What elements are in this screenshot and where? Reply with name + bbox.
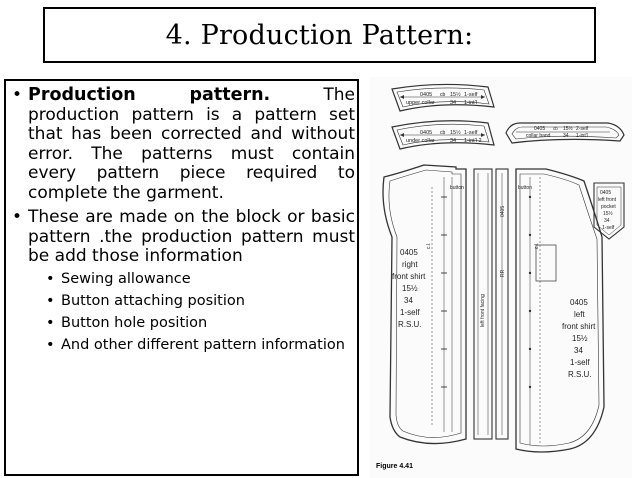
collar-band-code: 0405	[534, 126, 545, 132]
right-front-line: 15½	[402, 284, 418, 293]
collar-band-name: collar band	[526, 133, 551, 139]
upper-collar-code: 0405	[420, 92, 432, 98]
bullet-dot: •	[46, 336, 55, 353]
left-front-cl-label: c.l.	[534, 243, 540, 249]
sub-bullet-text: And other different pattern information	[61, 336, 345, 353]
left-front-line: front shirt	[562, 322, 596, 331]
slide-title: 4. Production Pattern:	[165, 19, 474, 51]
pocket-placement	[535, 244, 557, 282]
pocket-line: 1-self	[602, 225, 615, 231]
left-front-line: 0405	[570, 298, 588, 307]
right-front-line: R.S.U.	[398, 320, 422, 329]
title-box: 4. Production Pattern:	[43, 7, 596, 63]
collar-band-note: 1-int'l	[576, 133, 588, 139]
pattern-figure: 0405 cb 15½ 1-self upper collar 34 1-int…	[370, 77, 632, 478]
sub-bullet-item: • Button attaching position	[28, 293, 355, 310]
bullet-dot: •	[12, 207, 23, 227]
sub-bullet-item: • Sewing allowance	[28, 271, 355, 288]
bullet-item: • Production pattern. The production pat…	[6, 85, 355, 203]
under-collar-cut: 1-self	[464, 130, 478, 136]
sub-bullet-text: Button hole position	[61, 314, 208, 331]
pocket-line: pocket	[601, 204, 616, 210]
right-front-button-label: button	[450, 185, 464, 191]
left-front-line: 1-self	[570, 358, 590, 367]
bullet-dot: •	[12, 85, 23, 105]
bullet-body: The production pattern is a pattern set …	[28, 85, 355, 203]
right-front-piece: button c.l. 0405 right front shirt 15½ 3…	[382, 164, 467, 445]
facing-label: RR	[500, 269, 506, 277]
facing-label: 0405	[500, 206, 506, 217]
upper-collar-piece: 0405 cb 15½ 1-self upper collar 34 1-int…	[391, 83, 495, 112]
facing-strips: left front facing 0405 RR	[473, 168, 509, 440]
pocket-line: 15½	[603, 210, 614, 217]
right-front-cl-label: c.l.	[426, 243, 432, 249]
left-front-line: R.S.U.	[568, 370, 592, 379]
pocket-line: 34	[604, 218, 610, 224]
right-front-line: front shirt	[392, 272, 426, 281]
left-front-piece: button c.l. 0405 left front shirt 15½ 34…	[515, 168, 605, 453]
collar-band-sub: cb	[553, 126, 558, 131]
upper-collar-num: 34	[450, 100, 456, 106]
collar-band-piece: 0405 cb 15½ 2-self collar band 34 1-int'…	[505, 122, 625, 144]
right-front-line: 1-self	[400, 308, 420, 317]
bullet-dot: •	[46, 270, 55, 287]
upper-collar-sub: cb	[440, 92, 446, 98]
right-front-line: right	[402, 260, 418, 269]
upper-collar-size: 15½	[450, 91, 461, 98]
left-front-line: 34	[574, 346, 583, 355]
sub-bullet-text: Button attaching position	[61, 292, 245, 309]
collar-band-size: 15½	[563, 125, 574, 132]
right-front-line: 0405	[400, 248, 418, 257]
under-collar-piece: 0405 cb 15½ 1-self under collar 34 1-int…	[391, 120, 495, 150]
facing-label: left front facing	[480, 294, 486, 327]
sub-bullet-list: • Sewing allowance • Button attaching posi…	[28, 271, 355, 354]
collar-band-num: 34	[563, 133, 569, 139]
pattern-drawing: 0405 cb 15½ 1-self upper collar 34 1-int…	[382, 83, 625, 453]
upper-collar-note: 1-int'l	[464, 100, 477, 106]
bullet-dot: •	[46, 314, 55, 331]
pocket-piece: 0405 left front pocket 15½ 34 1-self	[593, 182, 625, 240]
figure-caption: Figure 4.41	[376, 463, 413, 470]
bullet-lead: Production pattern.	[28, 85, 271, 105]
bullet-body: These are made on the block or basic pat…	[28, 207, 355, 266]
upper-collar-name: upper collar	[406, 100, 435, 106]
left-front-line: 15½	[572, 334, 588, 343]
sub-bullet-text: Sewing allowance	[61, 270, 191, 287]
bullet-text: Production pattern. The production patte…	[28, 85, 355, 203]
upper-collar-cut: 1-self	[464, 92, 478, 98]
under-collar-name: under collar	[406, 138, 435, 144]
bullet-item: • These are made on the block or basic p…	[6, 207, 355, 354]
under-collar-note: 1-int'l 2	[464, 138, 482, 144]
bullet-dot: •	[46, 292, 55, 309]
under-collar-size: 15½	[450, 129, 461, 136]
under-collar-sub: cb	[440, 130, 446, 136]
left-front-line: left	[574, 310, 585, 319]
under-collar-num: 34	[450, 138, 456, 144]
under-collar-code: 0405	[420, 130, 432, 136]
sub-bullet-item: • Button hole position	[28, 315, 355, 332]
sub-bullet-item: • And other different pattern information	[28, 337, 355, 354]
collar-band-cut: 2-self	[576, 126, 589, 132]
left-front-button-label: button	[518, 185, 532, 191]
content-box: • Production pattern. The production pat…	[4, 79, 359, 476]
bullet-list: • Production pattern. The production pat…	[6, 85, 355, 359]
pocket-line: 0405	[600, 190, 611, 196]
right-front-line: 34	[404, 296, 413, 305]
pocket-line: left front	[598, 197, 617, 203]
